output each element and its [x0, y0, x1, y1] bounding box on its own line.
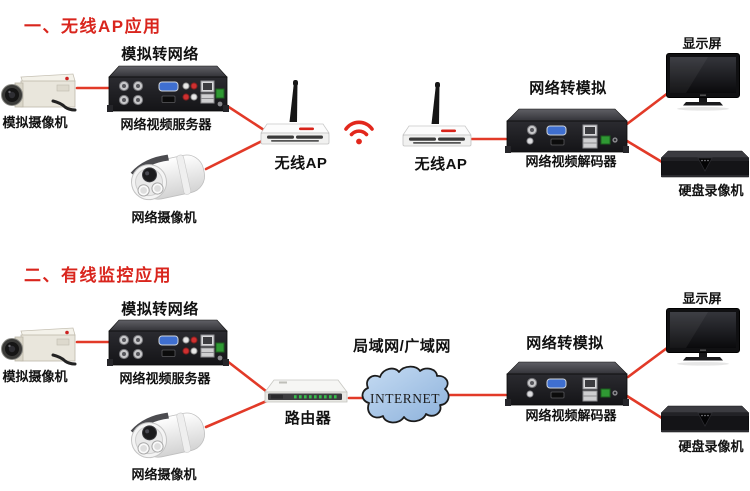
wireless-ap-left — [259, 78, 331, 150]
monitor-1 — [666, 53, 740, 111]
dvr-2 — [661, 404, 749, 436]
network-camera-1 — [119, 149, 211, 209]
wire-decoder2-monitor2 — [626, 346, 669, 379]
network-camera-2-label: 网络摄像机 — [131, 467, 197, 482]
video-server-2-label: 网络视频服务器 — [119, 371, 211, 386]
video-decoder-2-label: 网络视频解码器 — [525, 408, 617, 423]
network-camera-1-label: 网络摄像机 — [131, 210, 197, 225]
video-server-2 — [107, 317, 229, 373]
dvr-2-label: 硬盘录像机 — [678, 439, 744, 454]
video-decoder-1-label: 网络视频解码器 — [525, 154, 617, 169]
encoder-1-top-label: 模拟转网络 — [121, 46, 199, 63]
internet-cloud: INTERNET — [361, 365, 450, 424]
video-server-1 — [107, 63, 229, 119]
monitor-2-label: 显示屏 — [682, 291, 722, 306]
router — [263, 378, 349, 408]
wireless-ap-right-label: 无线AP — [414, 156, 468, 173]
decoder-2-top-label: 网络转模拟 — [526, 335, 604, 352]
analog-camera-1 — [1, 69, 81, 113]
wifi-signal-icon — [344, 120, 374, 145]
monitor-2 — [666, 308, 740, 366]
analog-camera-1-label: 模拟摄像机 — [2, 115, 68, 130]
section2-title: 二、有线监控应用 — [24, 266, 172, 285]
monitor-1-label: 显示屏 — [682, 36, 722, 51]
wire-netcam1-ap-left — [204, 138, 266, 171]
wire-decoder1-monitor1 — [625, 91, 670, 126]
decoder-1-top-label: 网络转模拟 — [529, 80, 607, 97]
wire-netcam2-router — [204, 398, 271, 429]
wire-decoder1-dvr1 — [625, 139, 669, 167]
dvr-1-label: 硬盘录像机 — [678, 183, 744, 198]
network-camera-2 — [119, 407, 211, 467]
analog-camera-2-label: 模拟摄像机 — [2, 369, 68, 384]
video-decoder-1 — [505, 106, 629, 158]
analog-camera-2 — [1, 323, 81, 367]
video-decoder-2 — [505, 359, 629, 411]
section1-title: 一、无线AP应用 — [24, 17, 162, 36]
wire-decoder2-dvr2 — [625, 394, 667, 422]
video-server-1-label: 网络视频服务器 — [120, 117, 212, 132]
router-label: 路由器 — [284, 410, 332, 427]
encoder-2-top-label: 模拟转网络 — [121, 301, 199, 318]
wan-label: 局域网/广域网 — [353, 338, 451, 355]
wireless-ap-left-label: 无线AP — [274, 155, 328, 172]
wireless-ap-right — [401, 80, 473, 152]
internet-cloud-text: INTERNET — [370, 391, 440, 406]
dvr-1 — [661, 149, 749, 181]
